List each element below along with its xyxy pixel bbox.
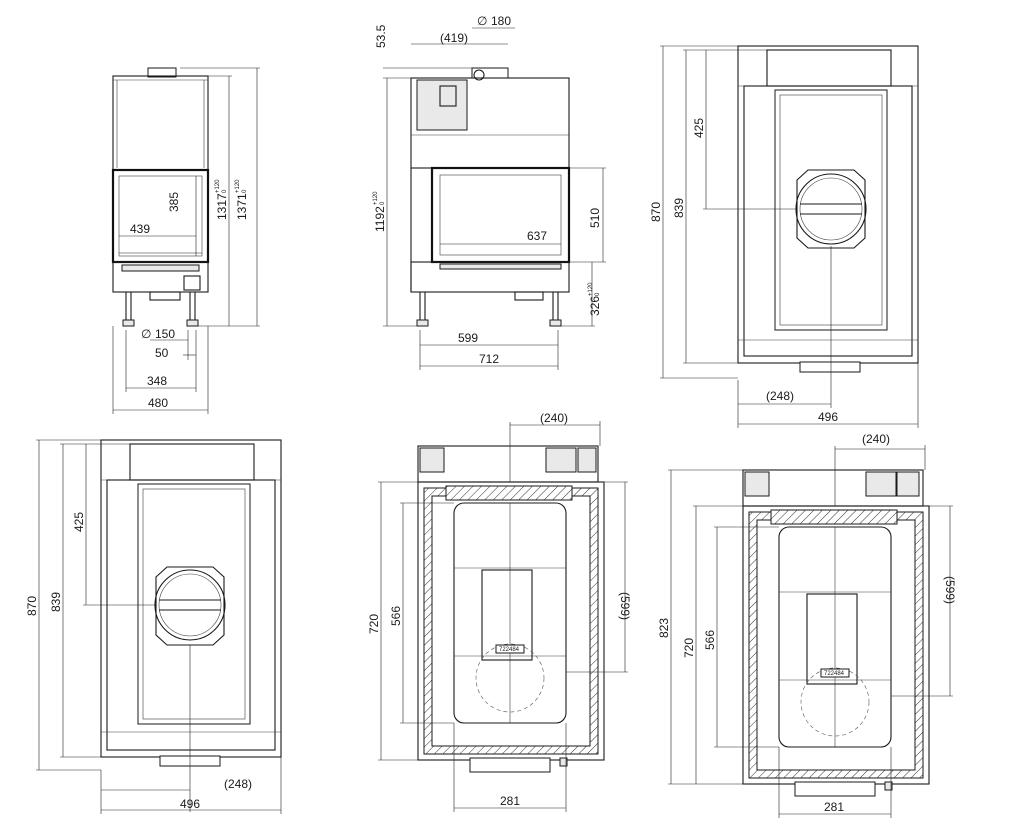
front-dim-385: 385 xyxy=(167,192,181,212)
side-dim-637: 637 xyxy=(527,229,547,243)
side-view: 53.5 (419) ∅ 180 1192 +120 0 637 510 326… xyxy=(373,14,606,370)
mid-dim-281: 281 xyxy=(500,794,520,808)
tr-dim-870: 870 xyxy=(649,202,663,222)
side-dim-1192-tol-low: 0 xyxy=(380,201,386,205)
mid-dim-720: 720 xyxy=(367,614,381,634)
tr-dim-839: 839 xyxy=(672,198,686,218)
front-dim-1371-tol-low: 0 xyxy=(242,189,248,193)
tl-dim-425: 425 xyxy=(72,512,86,532)
side-dim-326-tol: +120 xyxy=(588,282,594,296)
side-dim-419: (419) xyxy=(440,31,468,45)
right-dim-599: (599) xyxy=(943,576,957,604)
section-middle: 722484 (240) (599) 720 566 281 xyxy=(367,411,632,812)
top-view-left: 870 839 425 (248) 496 xyxy=(25,439,282,814)
front-dim-1317: 1317 xyxy=(215,193,229,220)
front-dim-1371-tol: +120 xyxy=(235,179,241,193)
mid-label-code: 722484 xyxy=(499,647,520,653)
right-dim-281: 281 xyxy=(824,800,844,814)
side-dim-326: 326 xyxy=(588,296,602,316)
mid-dim-599: (599) xyxy=(618,592,632,620)
front-diameter-symbol: ∅ xyxy=(141,327,151,341)
front-dim-348: 348 xyxy=(147,374,167,388)
right-dim-566: 566 xyxy=(703,630,717,650)
side-diameter-symbol: ∅ xyxy=(477,14,487,28)
front-dim-439: 439 xyxy=(130,222,150,236)
right-dim-240: (240) xyxy=(862,432,890,446)
mid-dim-240: (240) xyxy=(540,411,568,425)
top-view-right: 870 839 425 (248) 496 xyxy=(649,45,919,428)
front-dim-50: 50 xyxy=(155,346,169,360)
side-dim-180: 180 xyxy=(491,14,511,28)
right-dim-720: 720 xyxy=(682,638,696,658)
tr-dim-248: (248) xyxy=(766,389,794,403)
front-dim-1371: 1371 xyxy=(235,193,249,220)
side-dim-326-tol-low: 0 xyxy=(595,292,601,296)
mid-dim-566: 566 xyxy=(389,606,403,626)
front-dim-1317-tol-low: 0 xyxy=(222,189,228,193)
side-dim-712: 712 xyxy=(479,352,499,366)
front-view: 480 348 50 ∅ 150 439 385 1317 +120 0 137… xyxy=(111,67,260,414)
tr-dim-496: 496 xyxy=(818,410,838,424)
front-dim-1317-tol: +120 xyxy=(215,179,221,193)
tl-dim-870: 870 xyxy=(25,596,39,616)
tl-dim-496: 496 xyxy=(180,797,200,811)
tl-dim-839: 839 xyxy=(49,592,63,612)
side-dim-510: 510 xyxy=(588,208,602,228)
front-dim-150: 150 xyxy=(155,327,175,341)
right-label-code: 722484 xyxy=(824,671,845,677)
side-dim-53-5: 53.5 xyxy=(374,24,388,48)
tl-dim-248: (248) xyxy=(224,777,252,791)
front-dim-480: 480 xyxy=(148,396,168,410)
side-dim-1192-tol: +120 xyxy=(373,191,379,205)
section-right: 722484 (240) (599) 823 720 566 281 xyxy=(657,432,957,818)
right-dim-823: 823 xyxy=(657,618,671,638)
tr-dim-425: 425 xyxy=(692,118,706,138)
side-dim-599: 599 xyxy=(458,331,478,345)
side-dim-1192: 1192 xyxy=(373,206,387,232)
